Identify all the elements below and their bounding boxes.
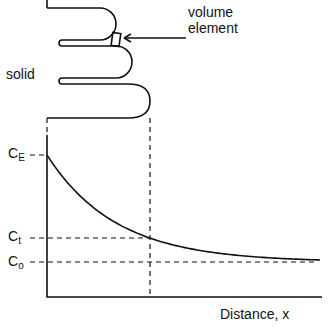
pointer-head <box>124 34 131 42</box>
guide-line <box>30 237 150 238</box>
annotation-label: solid <box>6 66 35 82</box>
dendrite-base <box>46 0 48 8</box>
concentration-label: Co <box>8 253 24 272</box>
guide-line <box>149 118 150 297</box>
guide-line <box>46 118 47 135</box>
volume-element-box <box>111 33 121 47</box>
dendrite-outline <box>47 8 150 118</box>
concentration-curve <box>47 155 320 260</box>
concentration-label: Ct <box>8 228 21 247</box>
guide-line <box>30 261 318 262</box>
concentration-label: CE <box>8 145 25 164</box>
annotation-label: volume element <box>188 4 254 36</box>
axes <box>47 135 322 297</box>
pointer-line <box>124 37 186 39</box>
annotation-label: Distance, x <box>220 306 289 322</box>
guide-line <box>30 154 47 155</box>
